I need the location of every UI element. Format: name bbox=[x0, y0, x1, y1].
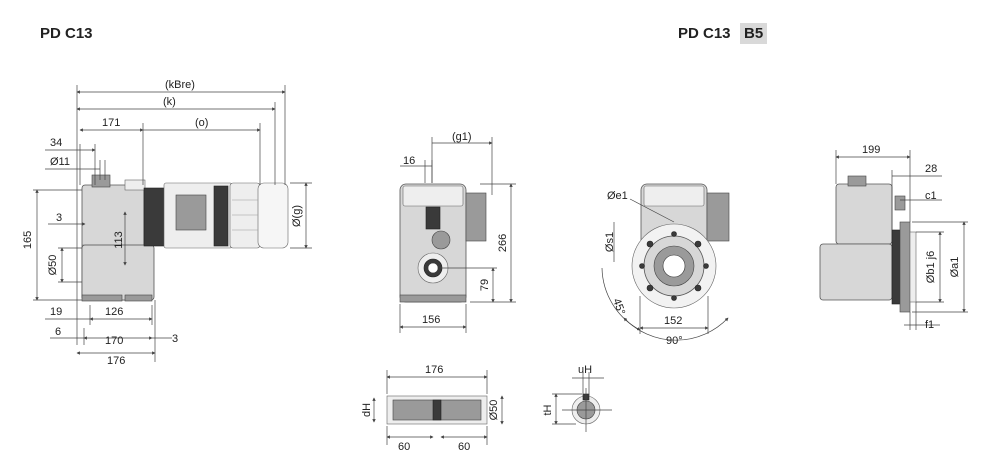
flange-view-drawing bbox=[631, 183, 730, 309]
f1-label: f1 bbox=[925, 319, 934, 331]
shaft-view-dimensions: 176 dH Ø50 60 60 bbox=[361, 364, 504, 453]
angle-90-label: 90° bbox=[666, 335, 683, 347]
dim-165-label: 165 bbox=[22, 231, 34, 249]
a1-label: Øa1 bbox=[949, 257, 961, 278]
side-view-dimensions: (kBre) (k) 171 (o) 34 Ø11 165 3 113 bbox=[22, 79, 312, 367]
d50-shaft-label: Ø50 bbox=[488, 400, 500, 421]
dim-3a-label: 3 bbox=[56, 212, 62, 224]
b5-side-view-dimensions: 199 28 c1 Øb1 j6 Øa1 f1 bbox=[835, 144, 968, 331]
dim-34-label: 34 bbox=[50, 137, 62, 149]
dim-152-label: 152 bbox=[664, 315, 682, 327]
dim-156-label: 156 bbox=[422, 314, 440, 326]
c1-label: c1 bbox=[925, 190, 937, 202]
g1-label: (g1) bbox=[452, 131, 472, 143]
shaft-view-drawing bbox=[386, 395, 488, 425]
keyway-view-drawing bbox=[562, 388, 612, 432]
dim-266-label: 266 bbox=[497, 234, 509, 252]
dim-126-label: 126 bbox=[105, 306, 123, 318]
g-label: Ø(g) bbox=[291, 205, 303, 227]
k-label: (k) bbox=[163, 96, 176, 108]
keyway-view-dimensions: uH tH bbox=[542, 364, 604, 425]
front-view-dimensions: (g1) 16 266 79 156 bbox=[399, 131, 516, 333]
dim-19-label: 19 bbox=[50, 306, 62, 318]
dim-113-label: 113 bbox=[113, 231, 125, 249]
uH-label: uH bbox=[578, 364, 592, 376]
dim-199-label: 199 bbox=[862, 144, 880, 156]
b5-badge: B5 bbox=[740, 23, 768, 44]
d11-label: Ø11 bbox=[50, 156, 70, 168]
dim-6-label: 6 bbox=[55, 326, 61, 338]
dim-60a-label: 60 bbox=[398, 441, 410, 453]
dim-28-label: 28 bbox=[925, 163, 937, 175]
tH-label: tH bbox=[542, 404, 554, 415]
dim-3b-label: 3 bbox=[172, 333, 178, 345]
kbre-label: (kBre) bbox=[165, 79, 195, 91]
front-view-drawing bbox=[399, 183, 487, 303]
dim-16-label: 16 bbox=[403, 155, 415, 167]
o-label: (o) bbox=[195, 117, 208, 129]
dim-170-label: 170 bbox=[105, 335, 123, 347]
dim-171-label: 171 bbox=[102, 117, 120, 129]
b1-label: Øb1 j6 bbox=[925, 251, 937, 283]
d50-side-label: Ø50 bbox=[47, 255, 59, 276]
dH-label: dH bbox=[361, 403, 373, 417]
right-title: PD C13 bbox=[678, 25, 731, 42]
dim-79-label: 79 bbox=[479, 279, 491, 291]
b5-side-view-drawing bbox=[819, 175, 917, 313]
angle-45-label: 45° bbox=[610, 297, 627, 317]
s1-label: Øs1 bbox=[604, 232, 616, 252]
side-view-drawing bbox=[81, 174, 289, 302]
flange-view-dimensions: Øe1 Øs1 45° 152 90° bbox=[601, 190, 729, 347]
dim-60b-label: 60 bbox=[458, 441, 470, 453]
dim-176-shaft-label: 176 bbox=[425, 364, 443, 376]
left-title: PD C13 bbox=[40, 25, 93, 42]
e1-label: Øe1 bbox=[607, 190, 628, 202]
dim-176-side-label: 176 bbox=[107, 355, 125, 367]
